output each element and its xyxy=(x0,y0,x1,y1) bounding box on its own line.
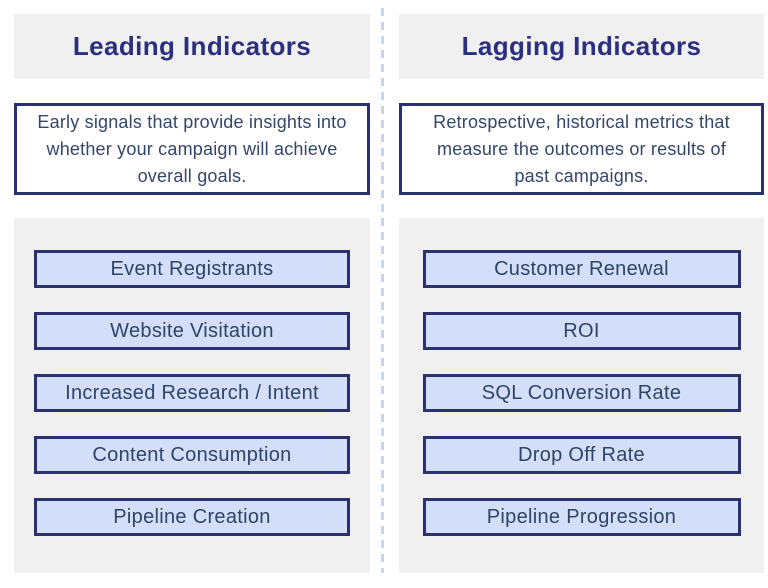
leading-column-title: Leading Indicators xyxy=(72,31,312,61)
indicator-item: Event Registrants xyxy=(34,250,350,288)
lagging-header-panel: Lagging Indicators xyxy=(399,14,764,79)
leading-indicators-column: Leading Indicators Early signals that pr… xyxy=(14,14,370,573)
indicator-item: Customer Renewal xyxy=(422,250,741,288)
indicator-item: Pipeline Creation xyxy=(34,498,350,536)
lagging-column-title: Lagging Indicators xyxy=(461,31,702,61)
indicator-item: Website Visitation xyxy=(34,312,350,350)
lagging-description-text: Retrospective, historical metrics that m… xyxy=(433,111,730,186)
lagging-description-box: Retrospective, historical metrics that m… xyxy=(399,103,764,195)
lagging-indicators-column: Lagging Indicators Retrospective, histor… xyxy=(399,14,764,573)
columns-container: Leading Indicators Early signals that pr… xyxy=(14,14,764,573)
indicator-item: Content Consumption xyxy=(34,436,350,474)
leading-description-box: Early signals that provide insights into… xyxy=(14,103,370,195)
indicator-item: ROI xyxy=(422,312,741,350)
indicator-item: SQL Conversion Rate xyxy=(422,374,741,412)
leading-description-text: Early signals that provide insights into… xyxy=(37,111,347,186)
indicator-item: Drop Off Rate xyxy=(422,436,741,474)
indicator-item: Increased Research / Intent xyxy=(34,374,350,412)
leading-items-panel: Event Registrants Website Visitation Inc… xyxy=(14,218,370,573)
column-spacer xyxy=(370,14,399,573)
dashed-column-divider xyxy=(381,8,384,573)
indicator-item: Pipeline Progression xyxy=(422,498,741,536)
leading-header-panel: Leading Indicators xyxy=(14,14,370,79)
lagging-items-panel: Customer Renewal ROI SQL Conversion Rate… xyxy=(399,218,764,573)
